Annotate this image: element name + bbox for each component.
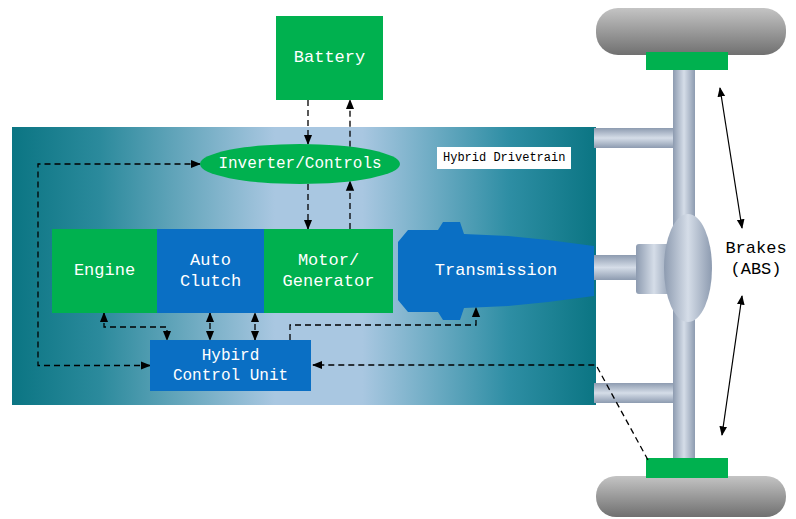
signal-connector xyxy=(209,313,210,340)
clutch-box: Auto Clutch xyxy=(157,229,264,313)
panel-title: Hybrid Drivetrain xyxy=(437,147,571,169)
signal-connector xyxy=(104,313,167,340)
node-label: Hybird Control Unit xyxy=(168,346,293,386)
transmission-shape: Transmission xyxy=(398,222,594,320)
signal-connector xyxy=(349,100,350,147)
wheel xyxy=(596,8,786,55)
engine-box: Engine xyxy=(52,229,157,313)
inverter-ellipse: Inverter/Controls xyxy=(200,144,400,184)
brake-pad xyxy=(646,52,728,70)
signal-connector xyxy=(307,184,308,229)
drivetrain-panel: Hybrid Drivetrain Inverter/ControlsEngine… xyxy=(12,127,596,405)
axle-bar xyxy=(594,128,680,148)
control-unit-box: Hybird Control Unit xyxy=(150,340,311,391)
signal-connector xyxy=(307,100,308,144)
leader-line xyxy=(720,88,742,228)
node-label: Motor/ Generator xyxy=(279,250,379,293)
signal-connector xyxy=(254,313,255,340)
leader-line xyxy=(722,296,742,435)
motor-generator-box: Motor/ Generator xyxy=(264,229,393,313)
node-label: Auto Clutch xyxy=(171,250,251,293)
wheel xyxy=(596,476,786,517)
part-label: Brakes (ABS) xyxy=(722,238,790,281)
node-label: Inverter/Controls xyxy=(218,154,381,174)
brake-signal-line xyxy=(313,365,648,460)
signal-connector xyxy=(349,181,350,229)
battery-box: Battery xyxy=(276,16,383,100)
node-label: Engine xyxy=(74,260,135,281)
node-label: Battery xyxy=(294,47,365,68)
brake-pad xyxy=(646,458,728,478)
drivetrain-panel xyxy=(12,127,596,405)
node-label: Transmission xyxy=(435,260,557,281)
differential xyxy=(664,214,712,322)
output-shaft xyxy=(594,255,640,280)
